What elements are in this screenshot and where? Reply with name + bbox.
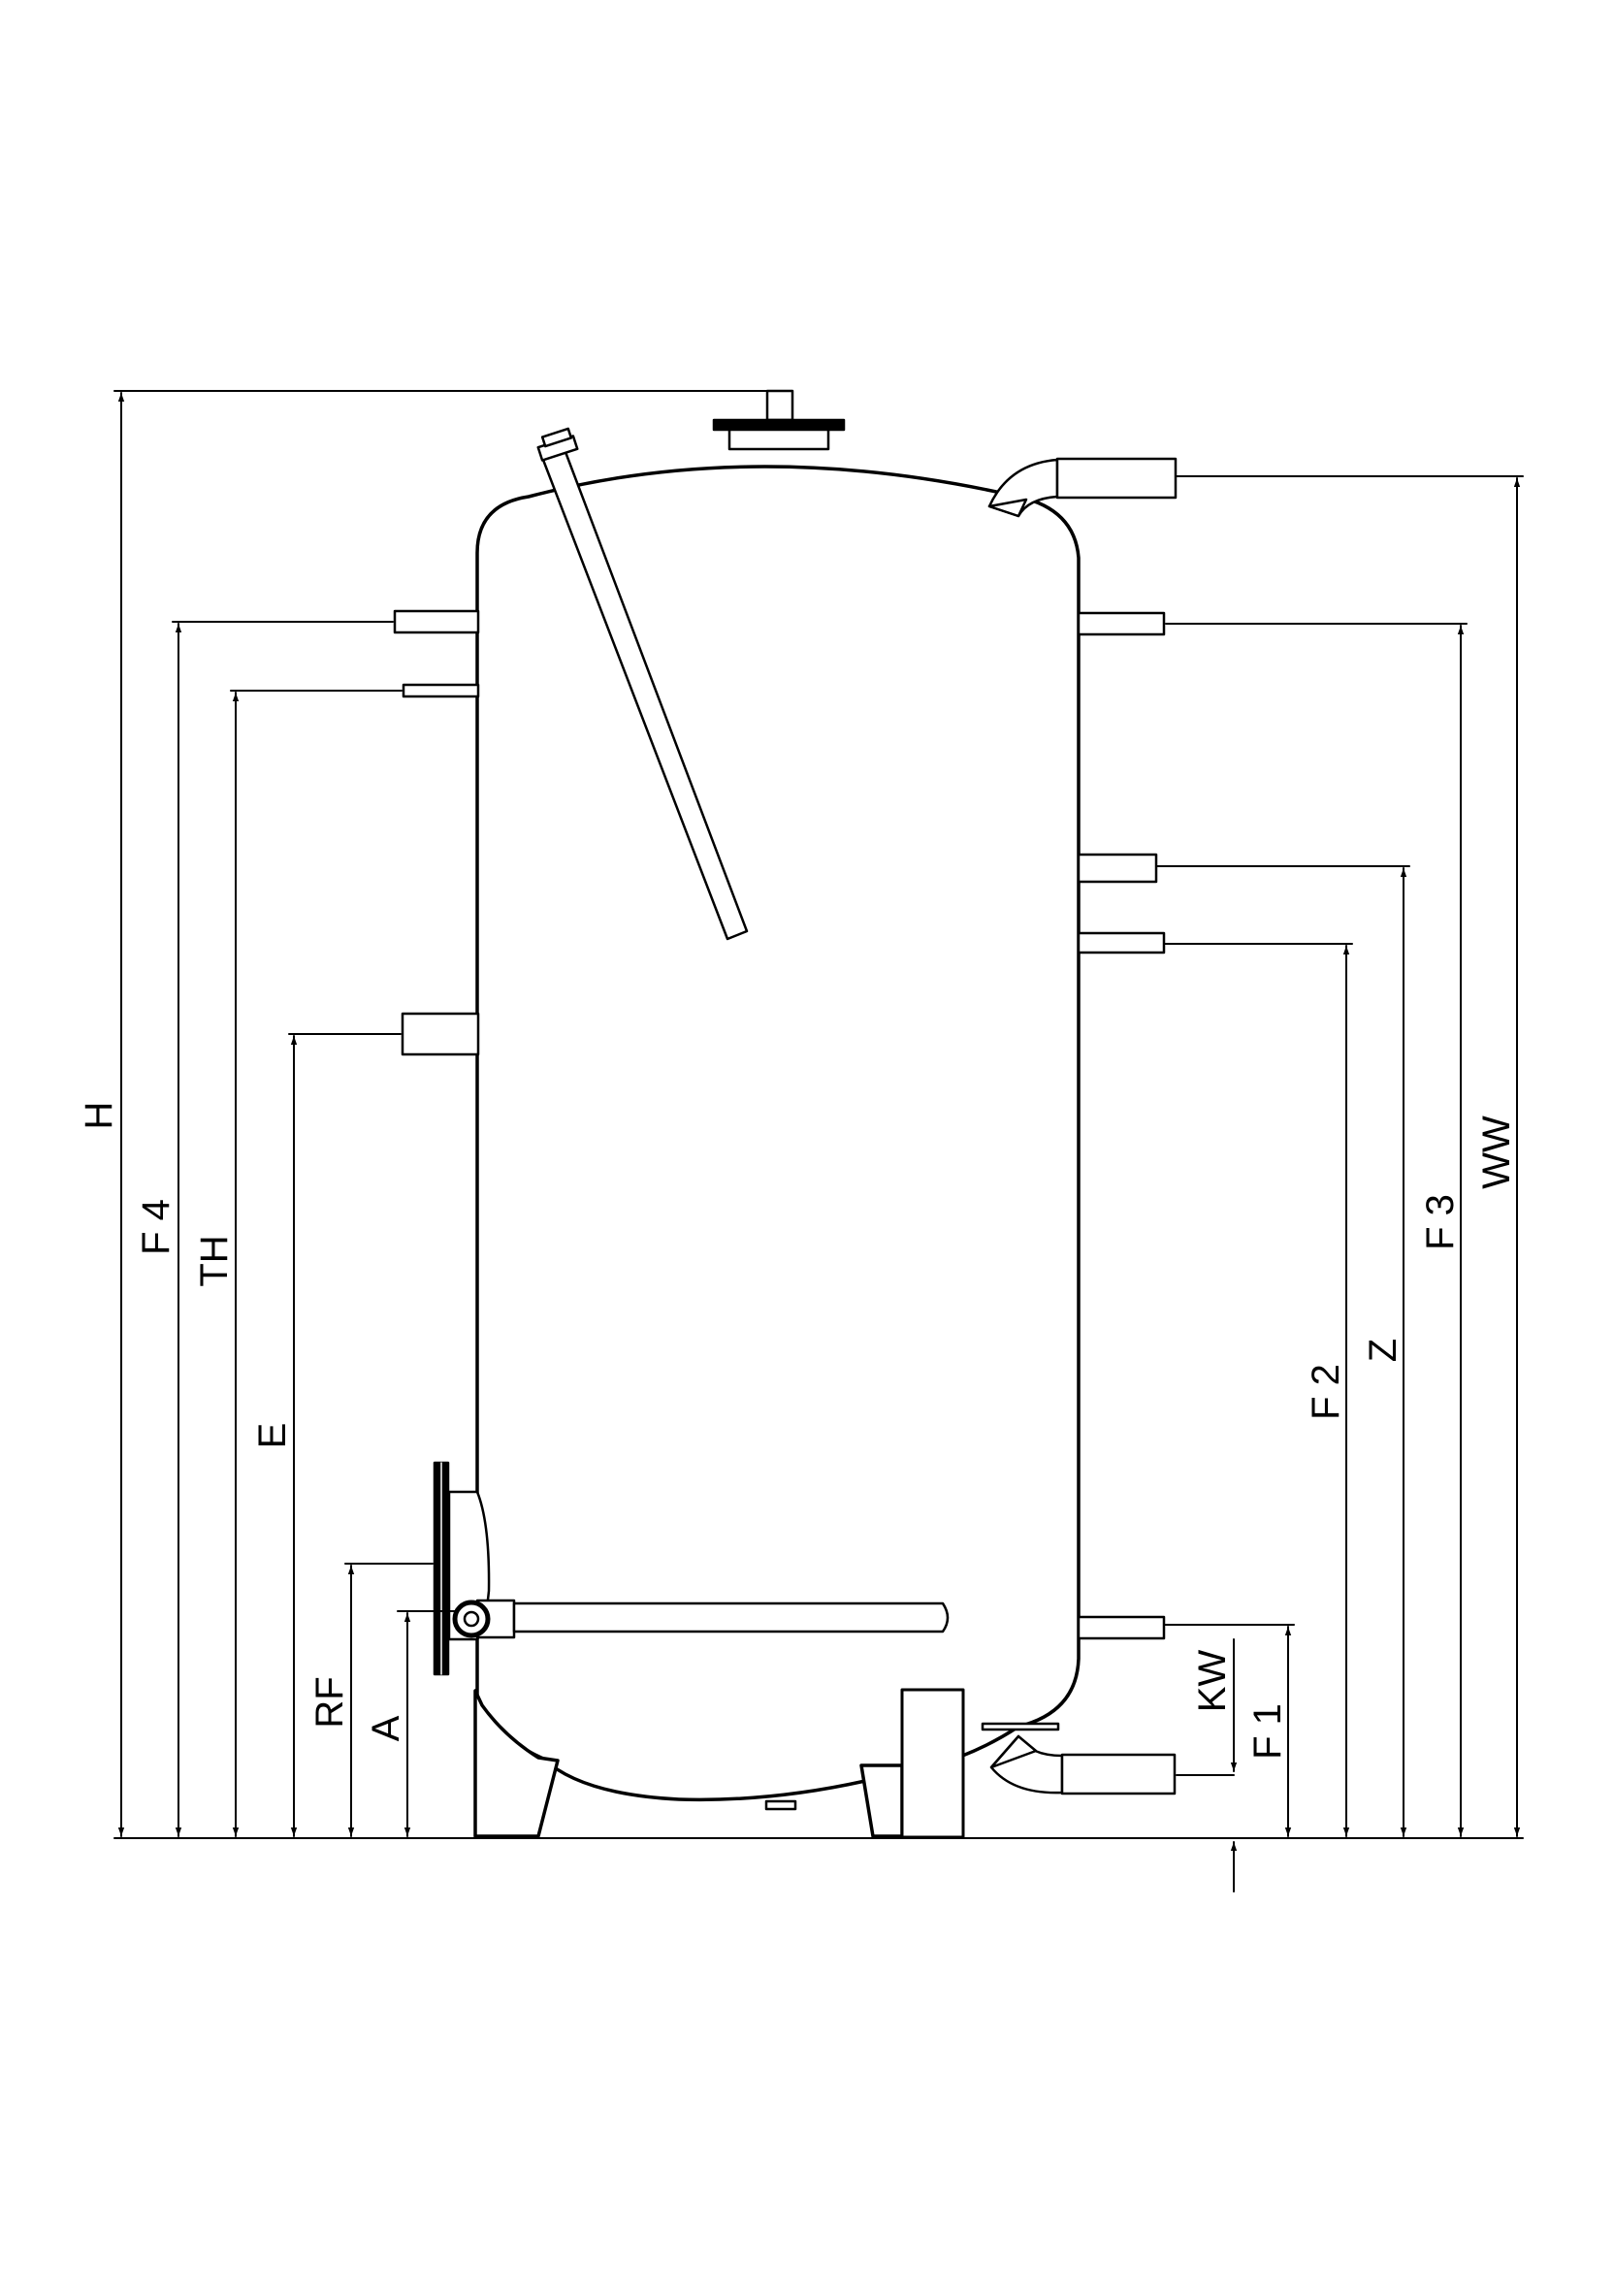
support-feet	[473, 1688, 965, 1839]
label-kw: KW	[1191, 1650, 1234, 1713]
left-nozzles	[393, 609, 480, 1056]
heating-element	[433, 1461, 950, 1676]
label-f1: F 1	[1246, 1703, 1289, 1760]
hot-water-outlet	[987, 457, 1178, 518]
cold-water-inlet	[981, 1722, 1177, 1795]
anode-tube	[536, 427, 749, 941]
label-h: H	[78, 1102, 120, 1130]
label-th: TH	[193, 1235, 236, 1286]
tank-shell	[475, 465, 1081, 1802]
label-f3: F 3	[1419, 1194, 1462, 1250]
top-flange	[712, 389, 846, 451]
dimension-lines	[113, 390, 1524, 1892]
label-f4: F 4	[135, 1199, 178, 1255]
dimension-labels: H F 4 TH E RF A KW F 1 F 2 Z F 3 WW	[78, 1102, 1518, 1760]
label-z: Z	[1362, 1339, 1404, 1362]
label-ww: WW	[1475, 1116, 1518, 1189]
label-rf: RF	[308, 1676, 351, 1728]
label-a: A	[365, 1715, 407, 1741]
label-e: E	[251, 1423, 294, 1449]
label-f2: F 2	[1305, 1364, 1347, 1420]
right-nozzles	[1077, 611, 1166, 1640]
